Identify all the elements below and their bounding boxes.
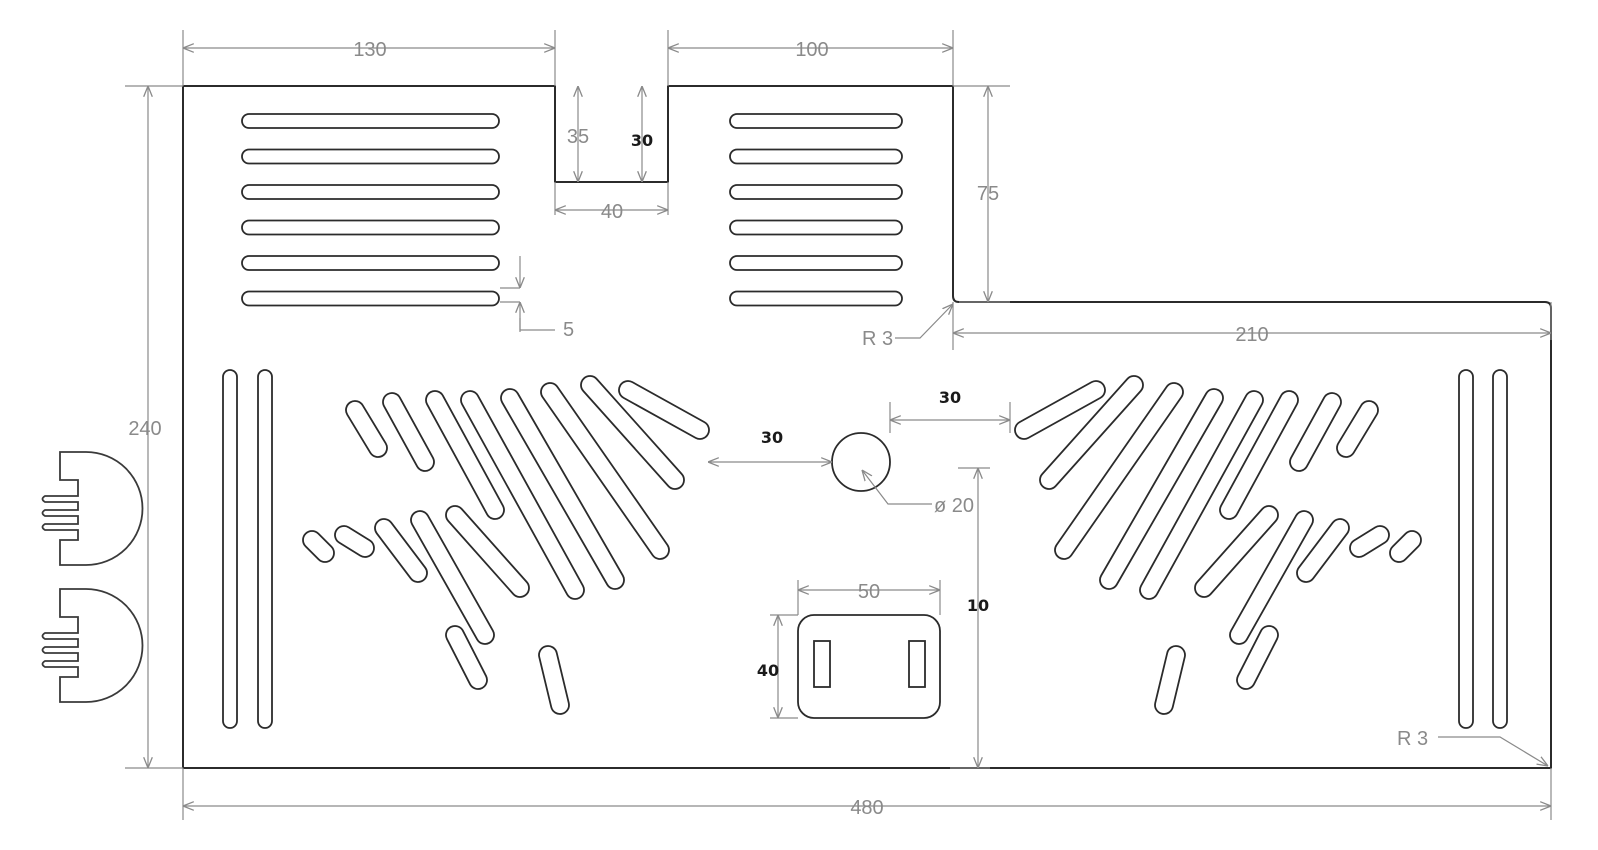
round-hole [831, 432, 891, 492]
vent-slot [241, 184, 500, 200]
diagonal-vent-slot [1194, 505, 1279, 598]
vertical-slot [1458, 369, 1474, 729]
diagonal-vent-slot [1139, 390, 1264, 600]
diagonal-vent-slot [445, 625, 488, 690]
diagonal-vent-slot [460, 390, 585, 600]
vertical-slot [257, 369, 273, 729]
dim-label-100: 100 [795, 39, 828, 61]
dim-label-30-notch: 30 [631, 131, 653, 150]
leader-hole [862, 470, 932, 505]
diagonal-vent-slot [382, 392, 435, 472]
socket-pin [908, 640, 926, 688]
vent-slot [241, 113, 500, 129]
diagonal-vent-slot [334, 525, 375, 558]
vent-slot [729, 113, 903, 129]
dim-label-130: 130 [353, 39, 386, 61]
diagonal-vent-slot [1236, 625, 1279, 690]
diagonal-vent-slot [345, 400, 388, 458]
diagonal-vent-slot [580, 375, 685, 490]
left-vent-slots [241, 113, 500, 307]
vertical-slots [222, 369, 1508, 729]
dim-label-35: 35 [567, 126, 589, 148]
diagonal-vent-slot [1154, 645, 1186, 715]
dim-label-r3-bottom: R 3 [1397, 728, 1428, 750]
vent-slot [729, 184, 903, 200]
vent-slot [729, 219, 903, 236]
diagonal-vent-slot [410, 510, 495, 645]
left-diagonal-vents [302, 375, 710, 715]
diagonal-vent-slot [1296, 518, 1350, 583]
diagonal-vent-slot [540, 382, 670, 560]
dim-label-240: 240 [128, 418, 161, 440]
diagonal-vent-slot [618, 380, 710, 440]
vertical-slot [222, 369, 238, 729]
clip-part [41, 451, 144, 566]
dim-label-480: 480 [850, 797, 883, 819]
dim-label-75: 75 [977, 183, 999, 205]
diagonal-vent-slot [1289, 392, 1342, 472]
leader-r3-bottom [1438, 736, 1548, 766]
dim-label-210: 210 [1235, 324, 1268, 346]
dim-label-hole-right: 30 [939, 388, 961, 407]
leader-r3-step [895, 304, 953, 339]
socket-pin [813, 640, 831, 688]
vent-slot [241, 255, 500, 271]
dim-label-hole-left: 30 [761, 428, 783, 447]
clip-part [41, 588, 144, 703]
diagonal-vent-slot [1229, 510, 1314, 645]
diagonal-vent-slot [445, 505, 530, 598]
vent-slot [241, 219, 500, 236]
diagonal-vent-slot [302, 530, 335, 563]
clip-parts [41, 451, 144, 703]
dim-label-5: 5 [563, 319, 574, 341]
diagonal-vent-slot [1054, 382, 1184, 560]
panel-outline [182, 85, 1552, 769]
diagonal-vent-slot [1014, 380, 1106, 440]
dim-label-r3-step: R 3 [862, 328, 893, 350]
diagonal-vent-slot [1389, 530, 1422, 563]
diagonal-vent-slot [1349, 525, 1390, 558]
dim-label-40-notch: 40 [601, 201, 623, 223]
right-diagonal-vents [1014, 375, 1422, 715]
power-socket-cutout [797, 614, 941, 719]
diagonal-vent-slot [1336, 400, 1379, 458]
diagonal-vent-slot [1099, 388, 1224, 590]
vent-slot [241, 148, 500, 165]
right-vent-slots [729, 113, 903, 307]
vent-slot [729, 148, 903, 165]
vertical-slot [1492, 369, 1508, 729]
diagonal-vent-slot [500, 388, 625, 590]
dim-label-10: 10 [967, 596, 989, 615]
dim-label-50: 50 [858, 581, 880, 603]
dim-label-40-socket: 40 [757, 661, 779, 680]
vent-slot [729, 290, 903, 307]
diagonal-vent-slot [538, 645, 570, 715]
vent-slot [729, 255, 903, 271]
diagonal-vent-slot [1219, 390, 1299, 520]
diagonal-vent-slot [374, 518, 428, 583]
vent-slot [241, 290, 500, 307]
diagonal-vent-slot [425, 390, 505, 520]
dim-label-hole-diameter: ø 20 [934, 495, 974, 517]
diagonal-vent-slot [1039, 375, 1144, 490]
